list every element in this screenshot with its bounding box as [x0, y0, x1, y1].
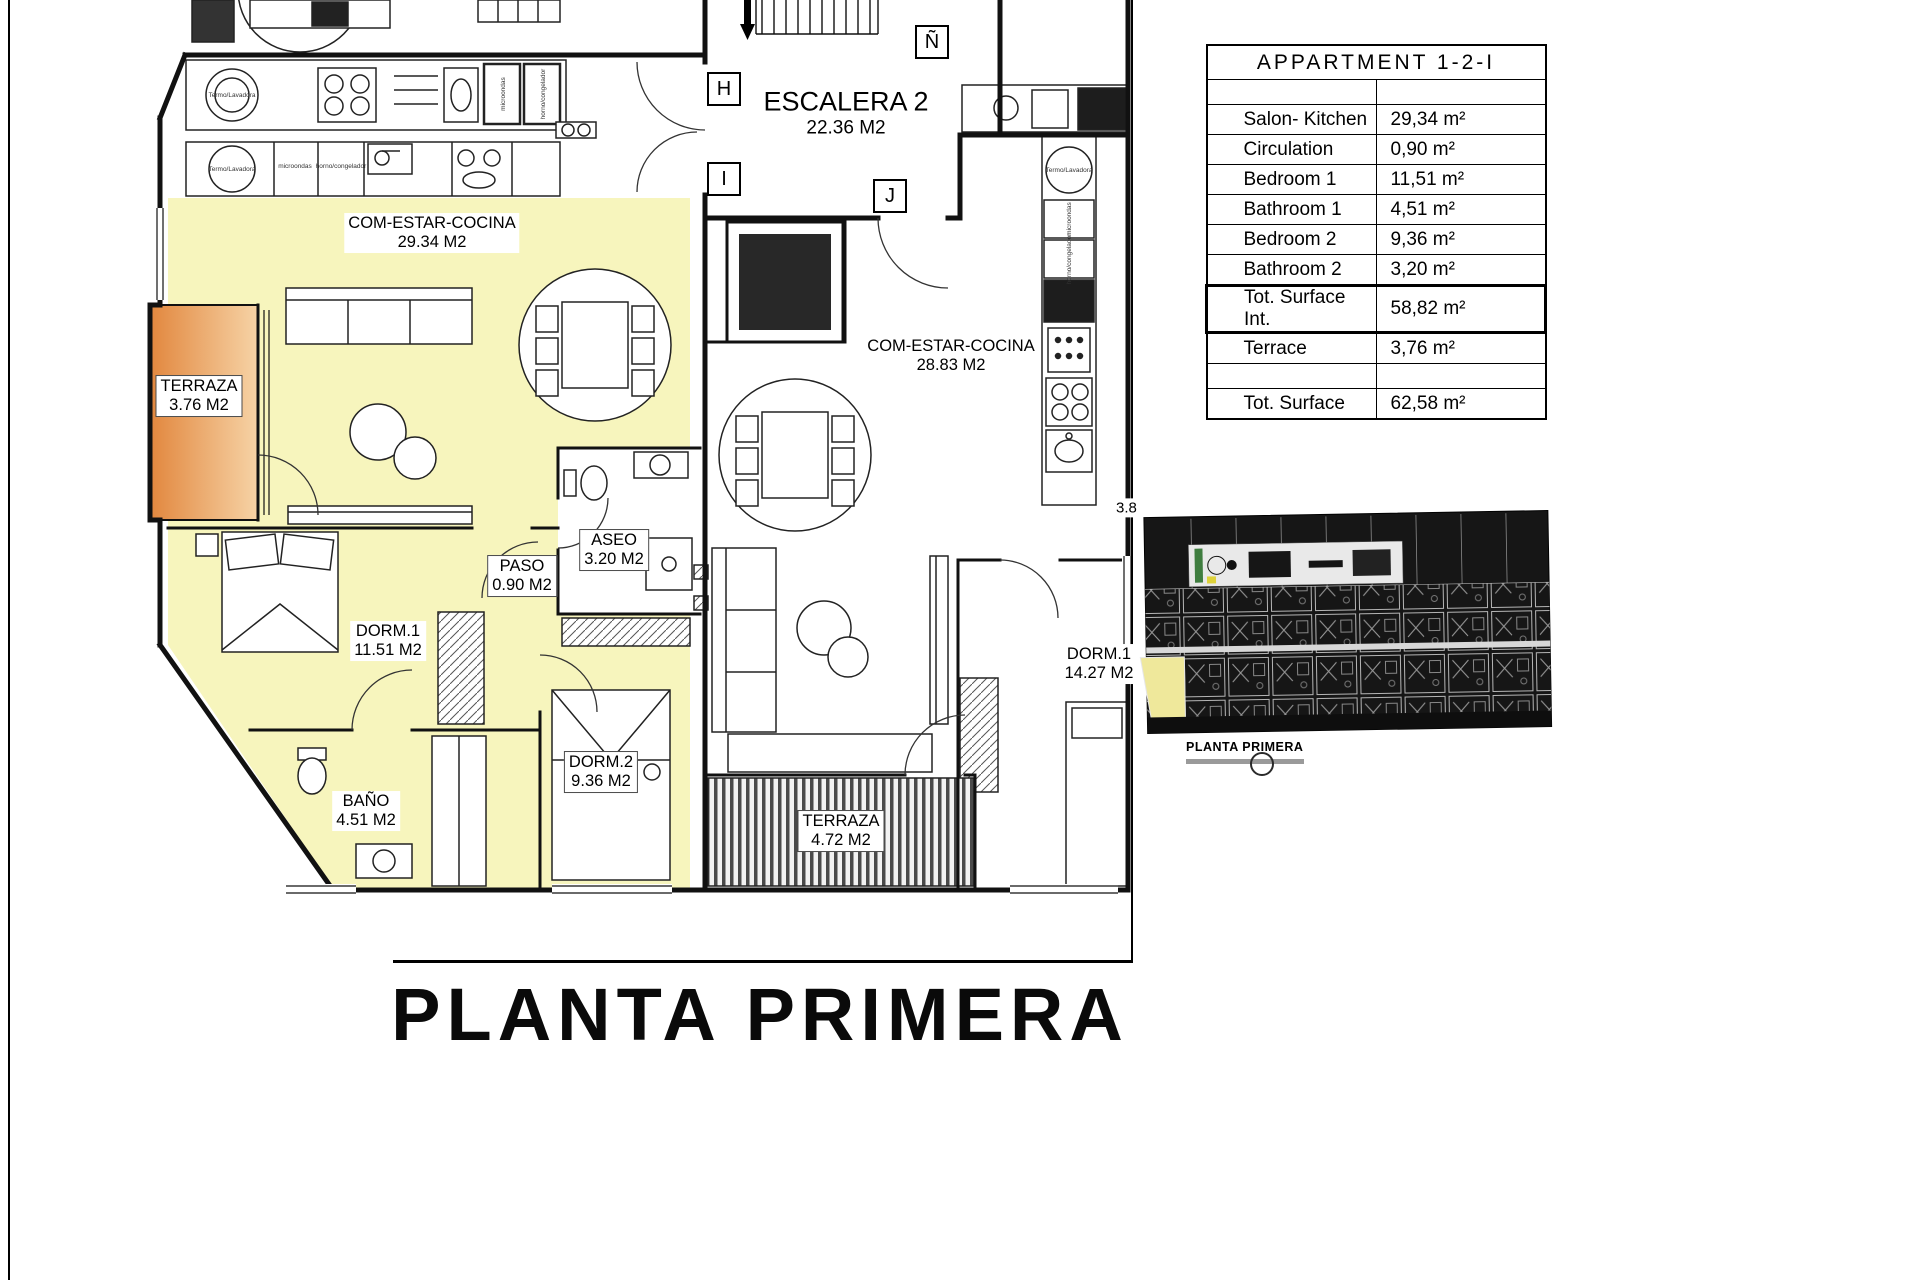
- marker-n: Ñ: [915, 25, 949, 59]
- marker-h: H: [707, 72, 741, 106]
- stair-treads: [755, 0, 879, 35]
- marker-j: J: [873, 179, 907, 213]
- empty-cell: [1375, 79, 1546, 105]
- entrance-arrow-stem: [744, 0, 751, 26]
- table-title: APPARTMENT 1-2-I: [1206, 44, 1546, 80]
- room-label-terrace-1: TERRAZA 3.76 M2: [155, 375, 243, 417]
- area-row-label: Terrace: [1206, 332, 1377, 364]
- key-plan-subtext: [1186, 759, 1304, 764]
- key-plan-svg: [1139, 510, 1553, 735]
- microwave-label: microondas: [1066, 201, 1073, 235]
- title-rule: [393, 960, 1133, 963]
- room-label-partial: 3.8: [1112, 498, 1141, 518]
- area-row-label: Bedroom 1: [1206, 164, 1377, 195]
- area-row-value: 0,90 m²: [1375, 134, 1546, 165]
- area-row-label: Bathroom 2: [1206, 254, 1377, 286]
- room-label-salon-1: COM-ESTAR-COCINA 29.34 M2: [344, 213, 520, 253]
- table-row-total-interior: Tot. Surface Int.58,82 m²: [1205, 284, 1547, 334]
- empty-cell: [1375, 363, 1546, 389]
- washer-label: Termo/Lavadora: [1046, 167, 1093, 174]
- stairwell: [725, 0, 879, 344]
- oven-label: horno/congelador: [1066, 233, 1073, 284]
- neighbour-units-top: [191, 0, 1129, 133]
- washer-label: Termo/Lavadora: [209, 166, 256, 173]
- area-row-label: Salon- Kitchen: [1206, 104, 1377, 135]
- page-left-border: [8, 0, 10, 1280]
- left-apartment-furniture: [185, 59, 709, 887]
- marker-i: I: [707, 162, 741, 196]
- page-title: PLANTA PRIMERA: [391, 973, 1129, 1056]
- room-label-bathroom: BAÑO 4.51 M2: [332, 791, 400, 831]
- room-label-stairwell: ESCALERA 2 22.36 M2: [763, 86, 929, 139]
- plan-right-border: [1131, 0, 1133, 962]
- area-row-value: 3,76 m²: [1375, 332, 1546, 364]
- area-row-label: Tot. Surface Int.: [1205, 284, 1377, 334]
- microwave-label: microondas: [500, 76, 507, 110]
- stamp-icon: [1250, 752, 1274, 776]
- empty-cell: [1206, 363, 1377, 389]
- area-row-value: 4,51 m²: [1375, 194, 1546, 225]
- right-apartment-furniture: [707, 134, 1129, 887]
- area-row-label: Circulation: [1206, 134, 1377, 165]
- door-swings: [257, 61, 1059, 776]
- washer-label: Termo/Lavadora: [209, 92, 256, 99]
- area-row-value: 9,36 m²: [1375, 224, 1546, 255]
- room-label-hallway: PASO 0.90 M2: [487, 555, 557, 597]
- area-row-value: 62,58 m²: [1375, 388, 1546, 420]
- appliance-labels: Termo/Lavadora Termo/Lavadora Termo/Lava…: [209, 68, 1093, 284]
- room-label-bedroom-2: DORM.2 9.36 M2: [563, 751, 639, 793]
- area-row-label: Tot. Surface: [1206, 388, 1377, 420]
- area-row-label: Bedroom 2: [1206, 224, 1377, 255]
- area-row-label: Bathroom 1: [1206, 194, 1377, 225]
- room-label-bedroom-1-left: DORM.1 11.51 M2: [350, 621, 426, 661]
- key-plan-caption: PLANTA PRIMERA: [1186, 740, 1304, 754]
- walls: [147, 0, 1131, 894]
- room-label-aseo: ASEO 3.20 M2: [579, 529, 649, 571]
- room-label-terrace-2: TERRAZA 4.72 M2: [797, 810, 885, 852]
- oven-label: horno/congelador: [540, 68, 547, 119]
- entrance-arrow-icon: [740, 24, 755, 40]
- area-row-value: 29,34 m²: [1375, 104, 1546, 135]
- microwave-label: microondas: [278, 163, 312, 170]
- room-label-bedroom-1-right: DORM.1 14.27 M2: [1060, 644, 1138, 684]
- area-row-value: 58,82 m²: [1375, 284, 1547, 334]
- area-row-value: 11,51 m²: [1375, 164, 1546, 195]
- key-plan-thumbnail: [1138, 486, 1562, 786]
- empty-cell: [1206, 79, 1377, 105]
- oven-label: horno/congelador: [316, 163, 367, 170]
- elevator-cab: [739, 234, 831, 330]
- area-row-value: 3,20 m²: [1375, 254, 1546, 286]
- room-label-salon-2: COM-ESTAR-COCINA 28.83 M2: [863, 336, 1039, 376]
